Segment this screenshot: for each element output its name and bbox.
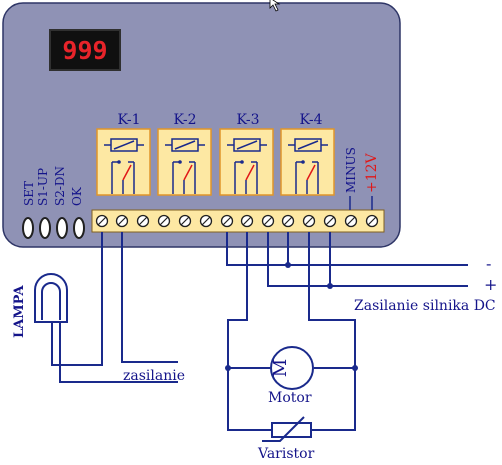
plus12v-terminal-label: +12V bbox=[364, 152, 380, 193]
relay-k2-symbol bbox=[165, 138, 205, 194]
lamp-label: LAMPA bbox=[12, 285, 27, 338]
button-label-s1-up: S1-UP bbox=[36, 168, 50, 206]
button-set bbox=[22, 217, 34, 239]
supply-label: zasilanie bbox=[123, 368, 185, 384]
varistor-symbol bbox=[262, 416, 312, 442]
junction-dots bbox=[225, 262, 358, 371]
button-s2-dn bbox=[56, 217, 68, 239]
relay-k1-symbol bbox=[104, 138, 144, 194]
button-label-set: SET bbox=[22, 181, 36, 206]
button-label-s2-dn: S2-DN bbox=[53, 166, 67, 206]
wiring bbox=[51, 232, 468, 431]
motor-letter: M bbox=[270, 359, 291, 377]
relay-label: K-2 bbox=[173, 112, 196, 128]
motor-label: Motor bbox=[268, 390, 312, 406]
relay-k4-symbol bbox=[288, 138, 328, 194]
relay-label: K-3 bbox=[236, 112, 259, 128]
relay-label: K-1 bbox=[117, 112, 140, 128]
button-ok bbox=[73, 217, 85, 239]
push-buttons bbox=[22, 217, 85, 239]
minus-terminal-label: MINUS bbox=[344, 147, 358, 193]
varistor-label: Varistor bbox=[257, 446, 315, 462]
relay-label: K-4 bbox=[299, 112, 322, 128]
display-value: 999 bbox=[62, 36, 107, 65]
motor-symbol bbox=[270, 346, 314, 390]
mouse-cursor-icon bbox=[269, 0, 281, 12]
button-label-ok: OK bbox=[70, 186, 84, 206]
button-s1-up bbox=[39, 217, 51, 239]
motor-supply-label: Zasilanie silnika DC bbox=[354, 298, 496, 314]
terminal-strip bbox=[91, 209, 385, 233]
terminal-screw-slots bbox=[97, 216, 377, 226]
relay-k3-symbol bbox=[227, 138, 267, 194]
led-display bbox=[49, 29, 121, 71]
minus-sign: - bbox=[486, 254, 491, 273]
plus-sign: + bbox=[484, 275, 497, 294]
lamp-icon bbox=[34, 273, 68, 323]
relay-leads bbox=[349, 196, 373, 210]
